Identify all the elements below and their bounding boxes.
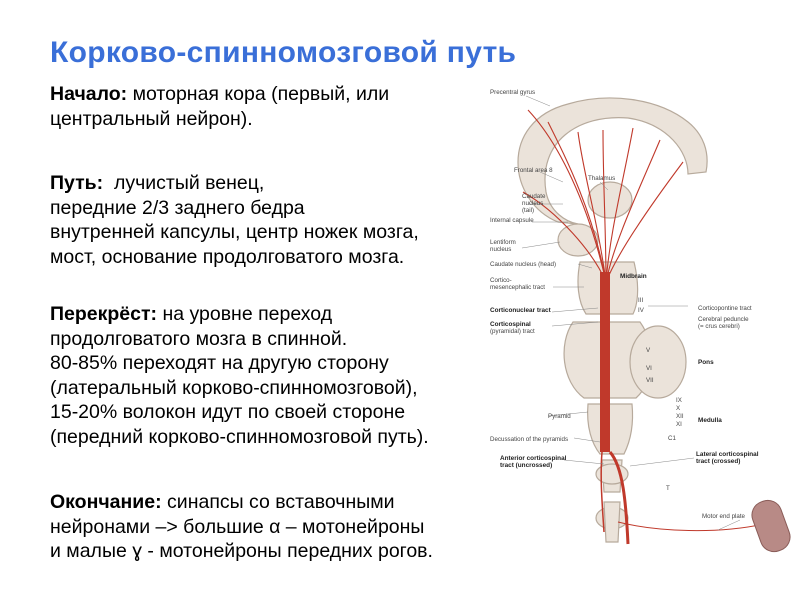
figure-labels: Precentral gyrus Frontal area 8 Thalamus… [490,89,759,520]
muscle-fiber [751,499,791,553]
leader-lines [521,95,741,531]
crossing-line-2: продолговатого мозга в спинной. [50,327,348,350]
label-corticopontine: Corticopontine tract [698,305,752,312]
ending-text-1: синапсы со вставочными [161,491,395,513]
ending-line-3: и малые ɣ - мотонейроны передних рогов. [50,540,433,562]
label-lentiform-2: nucleus [490,246,511,253]
path-line-2: передние 2/3 заднего бедра [50,196,305,219]
label-corticospinal-1: Corticospinal [490,321,531,328]
start-block: Начало: моторная кора (первый, или центр… [50,82,450,131]
label-nerve-x: X [676,405,680,412]
label-pons: Pons [698,359,714,366]
medulla-shape [587,403,634,455]
label-nerve-v: V [646,347,651,354]
ending-block: Окончание: синапсы со вставочными нейрон… [50,490,500,564]
crossing-text-1: на уровне переход [157,303,333,325]
label-thalamus: Thalamus [588,175,615,182]
crossing-line-3: 80-85% переходят на другую сторону [50,352,389,374]
label-c1: C1 [668,435,676,442]
crossing-line-6: (передний корково-спинномозговой путь). [50,425,429,448]
path-line-1: Путь: лучистый венец, [50,171,480,196]
start-line-2: центральный нейрон). [50,107,253,130]
label-cortico-mesen-2: mesencephalic tract [490,284,545,291]
label-nerve-iv: IV [638,307,645,314]
brain-anatomy [517,97,708,543]
label-internal-capsule: Internal capsule [490,217,534,224]
path-label: Путь: [50,172,104,194]
path-line-3: внутренней капсулы, центр ножек мозга, [50,221,419,243]
label-nerve-xii: XII [676,413,684,420]
label-lateral-cst-1: Lateral corticospinal [696,451,759,458]
label-cerebral-peduncle-2: (= crus cerebri) [698,323,740,330]
label-pyramid: Pyramid [548,413,571,420]
label-lentiform-1: Lentiform [490,239,516,246]
crossing-label: Перекрёст: [50,303,158,325]
label-midbrain: Midbrain [620,273,647,280]
tract-fibers [522,109,684,283]
label-motor-end-plate: Motor end plate [702,513,746,520]
label-corticospinal-2: (pyramidal) tract [490,328,535,335]
tract-illustration: Precentral gyrus Frontal area 8 Thalamus… [490,89,791,553]
label-frontal-area: Frontal area 8 [514,167,553,174]
label-nerve-vii: VII [646,377,654,384]
label-medulla: Medulla [698,417,722,424]
anterior-tract-line [600,451,605,533]
label-anterior-cst-1: Anterior corticospinal [500,455,567,462]
label-caudate-tail-3: (tail) [522,207,534,214]
label-anterior-cst-2: tract (uncrossed) [500,462,552,469]
label-cerebral-peduncle-1: Cerebral peduncle [698,316,749,323]
corticospinal-tract-figure: Precentral gyrus Frontal area 8 Thalamus… [488,82,800,572]
start-label: Начало: [50,83,128,105]
path-text-1: лучистый венец, [103,172,265,194]
label-corticonuclear: Corticonuclear tract [490,307,552,314]
label-decussation: Decussation of the pyramids [490,436,568,443]
ending-line-2: нейронами –> большие α – мотонейроны [50,515,425,538]
slide-title: Корково-спинномозговой путь [50,36,517,69]
crossing-line-4: (латеральный корково-спинномозговой), [50,376,418,399]
label-nerve-iii: III [638,297,643,304]
thalamus-shape [587,181,633,219]
corticospinal-tract-bundle [600,272,610,452]
start-text-1: моторная кора (первый, или [127,83,390,105]
ending-line-1: Окончание: синапсы со вставочными [50,490,500,515]
label-nerve-vi: VI [646,365,652,372]
start-line-1: Начало: моторная кора (первый, или [50,82,450,107]
label-t: T [666,485,670,492]
label-nerve-ix: IX [676,397,682,404]
label-lateral-cst-2: tract (crossed) [696,458,740,465]
label-cortico-mesen-1: Cortico- [490,277,512,284]
path-block: Путь: лучистый венец, передние 2/3 задне… [50,171,480,269]
cerebral-cortex-arc [517,97,708,225]
path-line-4: мост, основание продолговатого мозга. [50,245,405,268]
label-nerve-xi: XI [676,421,682,428]
motor-nerve-line [617,521,765,532]
label-precentral-gyrus: Precentral gyrus [490,89,535,96]
cerebellum-shape [629,325,687,399]
crossing-line-5: 15-20% волокон идут по своей стороне [50,401,406,423]
label-caudate-tail-2: nucleus [522,200,543,207]
crossing-line-1: Перекрёст: на уровне переход [50,302,490,327]
label-caudate-tail-1: Caudate [522,193,546,200]
lateral-tract-line [608,451,630,545]
ending-label: Окончание: [50,491,162,513]
label-caudate-head: Caudate nucleus (head) [490,261,556,268]
crossing-block: Перекрёст: на уровне переход продолговат… [50,302,490,449]
spinal-cord-lower [603,501,621,543]
